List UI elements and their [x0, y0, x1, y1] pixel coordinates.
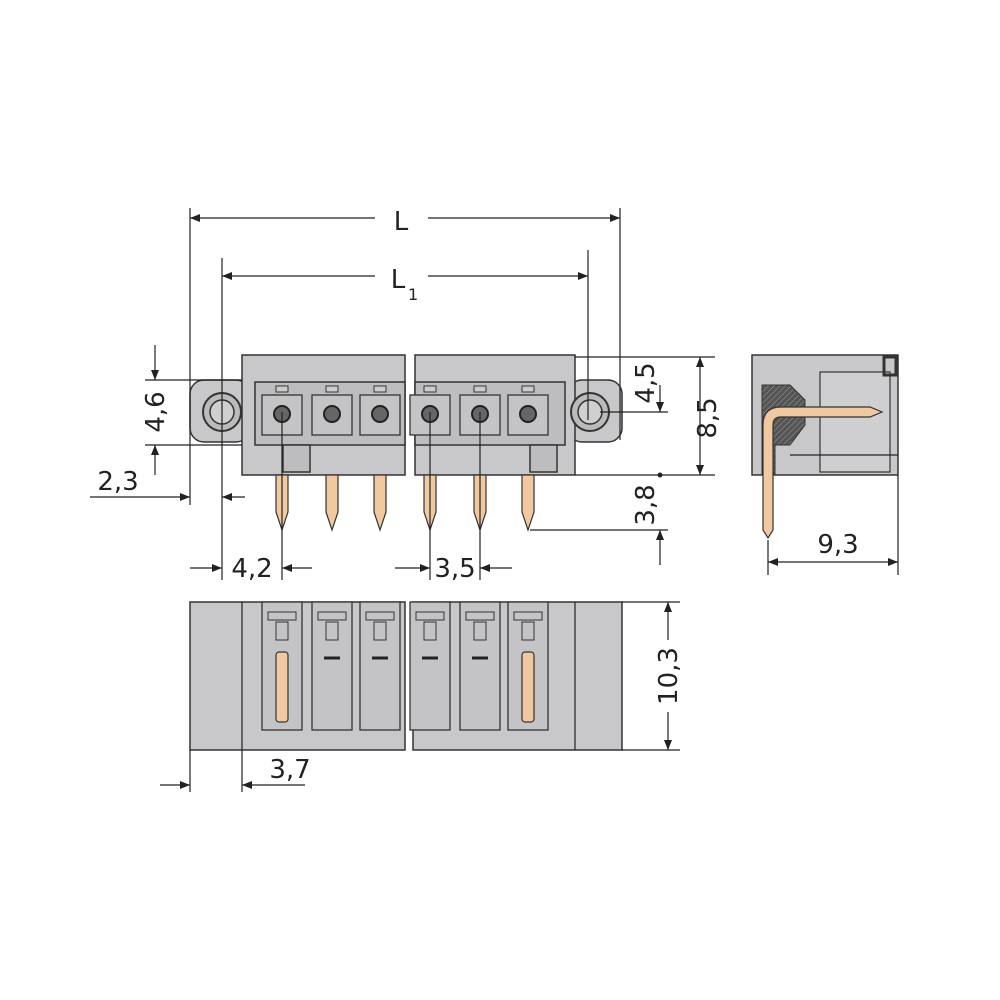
slot-rib	[415, 611, 445, 621]
side-view	[751, 354, 899, 540]
dim-L: L	[394, 207, 409, 237]
slot-rib	[267, 611, 297, 621]
slot-rib	[325, 621, 339, 641]
screw-icon	[371, 405, 389, 423]
pin	[325, 474, 339, 532]
pin-bottom	[521, 651, 535, 723]
dim-L1: L	[391, 265, 406, 295]
pin	[521, 474, 535, 532]
front-view	[189, 354, 623, 532]
dim-3-5: 3,5	[434, 554, 475, 584]
slot-rib	[423, 621, 437, 641]
dim-3-8: 3,8	[631, 484, 661, 525]
dim-L1-subscript: 1	[408, 285, 418, 304]
terminal-latch	[473, 385, 487, 393]
dim-4-2: 4,2	[231, 554, 272, 584]
pin-bottom	[275, 651, 289, 723]
dim-4-5: 4,5	[631, 362, 661, 403]
slot-rib	[521, 621, 535, 641]
terminal-latch	[423, 385, 437, 393]
screw-icon	[519, 405, 537, 423]
dim-3-7: 3,7	[269, 755, 310, 785]
slot	[359, 601, 401, 731]
slot	[459, 601, 501, 731]
screw-icon	[323, 405, 341, 423]
terminal-latch	[275, 385, 289, 393]
slot-rib	[473, 621, 487, 641]
slot-rib	[373, 621, 387, 641]
slot-rib	[465, 611, 495, 621]
dimension-lines	[90, 208, 899, 792]
dim-10-3: 10,3	[654, 647, 684, 705]
dim-4-6: 4,6	[141, 391, 171, 432]
pin	[373, 474, 387, 532]
bottom-view	[189, 601, 623, 751]
dim-2-3: 2,3	[97, 467, 138, 497]
terminal-latch	[325, 385, 339, 393]
slot	[409, 601, 451, 731]
slot-rib	[317, 611, 347, 621]
slot-rib	[513, 611, 543, 621]
dim-9-3: 9,3	[817, 530, 858, 560]
terminal-latch	[373, 385, 387, 393]
terminal-box	[359, 394, 401, 436]
slot	[311, 601, 353, 731]
slot-rib	[275, 621, 289, 641]
dim-8-5: 8,5	[693, 397, 723, 438]
slot-rib	[365, 611, 395, 621]
terminal-latch	[521, 385, 535, 393]
